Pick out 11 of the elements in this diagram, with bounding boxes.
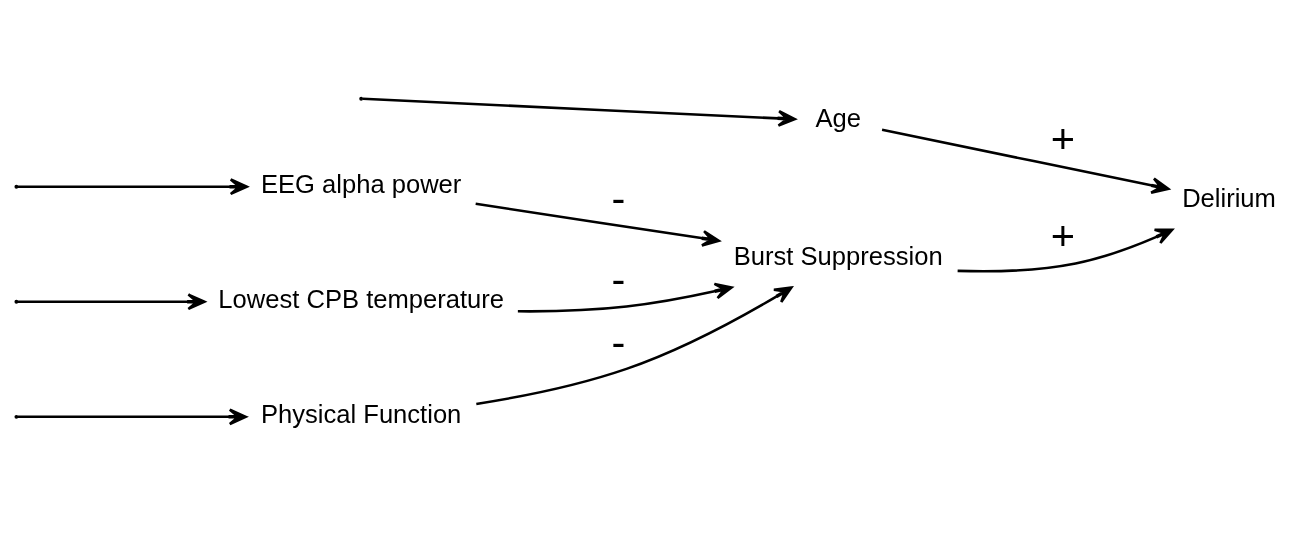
edge-label: +	[1050, 114, 1075, 162]
node-text: Burst Suppression	[733, 241, 943, 270]
node-text: Age	[815, 103, 861, 132]
node-text: Physical Function	[261, 399, 462, 428]
edge-label: -	[611, 254, 626, 302]
edge-label: -	[611, 173, 626, 221]
node-text: EEG alpha power	[260, 169, 462, 198]
node-text: Lowest CPB temperature	[218, 284, 504, 313]
edge-label: -	[611, 317, 626, 365]
node-text: Delirium	[1182, 183, 1276, 212]
edge-label: +	[1050, 211, 1075, 259]
